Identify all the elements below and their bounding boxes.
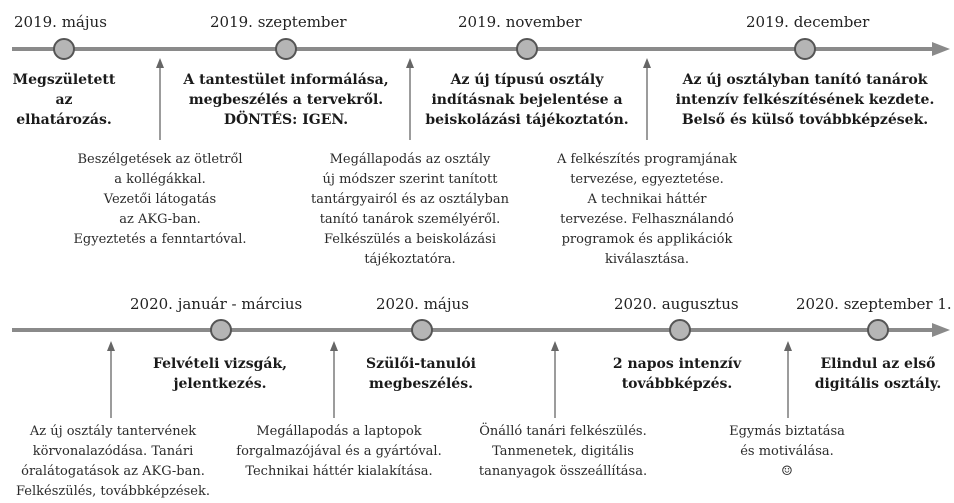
note-2019-2: Megállapodás az osztály új módszer szeri… <box>311 152 509 267</box>
note-2020-4: Egymás biztatása és motiválása. ☺ <box>729 424 845 479</box>
milestone-2019-september: A tantestület informálása, megbeszélés a… <box>183 72 389 128</box>
date-2019-september: 2019. szeptember <box>210 13 347 31</box>
date-2019-december: 2019. december <box>746 13 870 31</box>
note-arrow-2-3 <box>551 341 559 418</box>
milestone-2019-december: Az új osztályban tanító tanárok intenzív… <box>675 72 935 128</box>
note-arrow-2-1 <box>107 341 115 418</box>
milestone-2019-november: Az új típusú osztály indításnak bejelent… <box>425 72 629 128</box>
date-2020-september-1: 2020. szeptember 1. <box>796 295 952 313</box>
note-arrow-1-1 <box>156 58 164 140</box>
milestone-2020-september: Elindul az első digitális osztály. <box>814 356 942 392</box>
date-2019-november: 2019. november <box>458 13 582 31</box>
timeline-arrowhead-2020 <box>932 323 950 337</box>
timeline-arrowhead-2019 <box>932 42 950 56</box>
date-2020-august: 2020. augusztus <box>614 295 739 313</box>
timeline-node-2020-may <box>411 319 433 341</box>
milestone-2020-jan-mar: Felvételi vizsgák, jelentkezés. <box>152 356 288 392</box>
note-arrow-2-2 <box>330 341 338 418</box>
date-2020-jan-mar: 2020. január - március <box>130 295 303 313</box>
note-2019-3: A felkészítés programjának tervezése, eg… <box>557 152 737 267</box>
timeline-node-2020-september <box>867 319 889 341</box>
note-arrow-2-4 <box>784 341 792 418</box>
date-2019-may: 2019. május <box>14 13 107 31</box>
note-2020-1: Az új osztály tantervének körvonalazódás… <box>15 424 210 499</box>
timeline-node-2019-december <box>794 38 816 60</box>
timeline-node-2020-august <box>669 319 691 341</box>
note-2020-3: Önálló tanári felkészülés. Tanmenetek, d… <box>478 424 648 479</box>
note-2020-2: Megállapodás a laptopok forgalmazójával … <box>236 424 442 479</box>
milestone-2020-may: Szülői-tanulói megbeszélés. <box>366 356 476 392</box>
milestone-2020-august: 2 napos intenzív továbbképzés. <box>612 356 742 392</box>
timeline-node-2020-jan-mar <box>210 319 232 341</box>
milestone-2019-may: Megszületett az elhatározás. <box>12 72 116 128</box>
note-2019-1: Beszélgetések az ötletről a kollégákkal.… <box>73 152 247 247</box>
date-2020-may: 2020. május <box>376 295 469 313</box>
timeline-node-2019-september <box>275 38 297 60</box>
note-arrow-1-3 <box>643 58 651 140</box>
timeline-node-2019-november <box>516 38 538 60</box>
timeline-node-2019-may <box>53 38 75 60</box>
note-arrow-1-2 <box>406 58 414 140</box>
